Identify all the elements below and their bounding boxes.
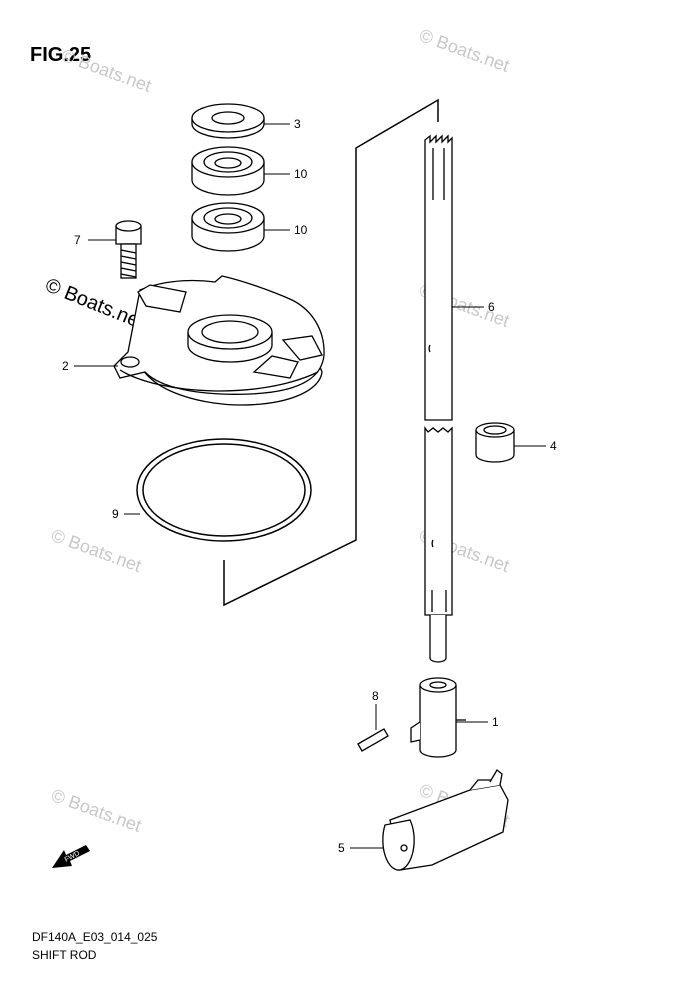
watermark-2: © Boats.net [417,25,512,76]
callout-1: 1 [492,715,499,729]
forward-arrow-icon: FWD [52,845,90,868]
callout-10-upper: 10 [294,167,308,181]
fwd-label: FWD [64,850,81,864]
o-ring-part-9 [136,438,312,542]
callout-6: 6 [488,300,495,314]
callout-10-lower: 10 [294,223,308,237]
oil-seal-part-10-lower [191,202,265,252]
callout-2: 2 [62,359,69,373]
callout-8: 8 [372,689,379,703]
guide-case-part-2 [113,275,325,406]
watermark-6: © Boats.net [49,785,144,836]
callout-7: 7 [74,233,81,247]
group-bracket [223,98,439,607]
watermark-dark: © Boats.net [42,274,148,334]
callout-9: 9 [112,507,119,521]
callout-4: 4 [550,439,557,453]
bolt-part-7 [115,220,142,279]
oil-seal-part-10-upper [191,146,265,196]
watermark-1: © Boats.net [59,45,154,96]
washer-part-3 [191,103,265,139]
shift-rod-lever-part-1 [410,677,466,758]
leader-lines [74,123,546,849]
figure-code: DF140A_E03_014_025 [32,930,158,944]
callout-labels: 3 10 10 7 6 2 4 9 8 1 5 [62,117,557,855]
pin-part-8 [357,728,389,752]
callout-3: 3 [294,117,301,131]
shift-rod-part-6 [424,134,453,663]
bushing-part-4 [475,422,515,463]
watermark-4: © Boats.net [49,525,144,576]
callout-5: 5 [338,841,345,855]
figure-name: SHIFT ROD [32,948,97,962]
figure-title: FIG.25 [30,44,92,66]
shift-cam-part-5 [382,769,509,871]
